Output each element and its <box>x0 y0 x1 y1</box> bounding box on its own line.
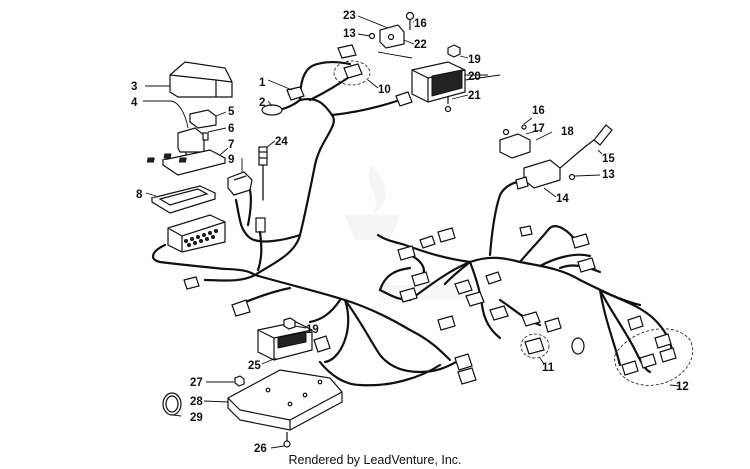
fuse-block-lower <box>167 214 226 253</box>
main-harness <box>152 60 674 387</box>
callout-19-lower: 19 <box>306 324 319 336</box>
callout-12: 12 <box>676 381 689 393</box>
callout-10: 10 <box>378 84 391 96</box>
fuse-box-base <box>145 185 217 214</box>
callout-1: 1 <box>259 77 266 89</box>
cdi-unit <box>257 321 331 365</box>
callout-28: 28 <box>190 396 203 408</box>
ecu-module <box>515 124 613 198</box>
connector-1 <box>267 79 305 101</box>
callout-2: 2 <box>259 97 265 109</box>
connector-11 <box>520 333 585 365</box>
nut-19-top <box>447 44 469 59</box>
mini-relay <box>189 109 227 129</box>
nut-19-lower <box>283 317 307 330</box>
callout-11: 11 <box>542 362 555 374</box>
callout-13-top: 13 <box>343 28 356 40</box>
callout-18: 18 <box>561 126 574 138</box>
fuse <box>202 127 227 141</box>
bracket-top <box>357 11 415 49</box>
mounting-plate <box>203 369 343 431</box>
callout-20: 20 <box>468 71 481 83</box>
connector-lower-right <box>437 315 477 385</box>
connector-cluster-right <box>519 225 596 273</box>
connector-lower-left <box>183 276 251 317</box>
callout-29: 29 <box>190 412 203 424</box>
clip-ring <box>162 392 182 417</box>
connector-9 <box>227 158 253 227</box>
callout-17: 17 <box>532 123 545 135</box>
callout-4: 4 <box>131 97 138 109</box>
connector-group-12 <box>614 315 693 387</box>
callout-15: 15 <box>602 153 615 165</box>
callout-22: 22 <box>414 39 427 51</box>
ecu-bracket <box>499 117 553 159</box>
callout-6: 6 <box>228 123 234 135</box>
callout-5: 5 <box>228 106 235 118</box>
callout-8: 8 <box>136 189 143 201</box>
callout-21: 21 <box>468 90 481 102</box>
connector-2 <box>261 100 283 116</box>
sensor <box>255 140 276 272</box>
callout-7: 7 <box>228 139 234 151</box>
callout-labels: 1 2 3 4 5 6 7 8 9 10 11 12 13 13 14 15 1… <box>131 10 689 455</box>
connector-10 <box>333 44 413 107</box>
connector-cluster-left <box>397 227 456 303</box>
fuse-box-cover <box>145 61 233 98</box>
relay <box>143 100 205 160</box>
callout-24: 24 <box>275 136 288 148</box>
callout-16-top: 16 <box>414 18 427 30</box>
bolt-27 <box>206 375 245 387</box>
fuse-panel <box>146 147 229 176</box>
bolt-21 <box>444 94 469 113</box>
voltage-regulator <box>411 61 488 103</box>
callout-13-right: 13 <box>602 169 615 181</box>
callout-3: 3 <box>131 81 137 93</box>
callout-23: 23 <box>343 10 356 22</box>
callout-27: 27 <box>190 377 203 389</box>
render-credit: Rendered by LeadVenture, Inc. <box>288 453 461 467</box>
callout-9: 9 <box>228 154 234 166</box>
callout-25: 25 <box>248 360 261 372</box>
connector-cluster-middle <box>454 271 562 333</box>
callout-16-right: 16 <box>532 105 545 117</box>
callout-26: 26 <box>254 443 267 455</box>
screw-26 <box>270 432 291 449</box>
callout-19-top: 19 <box>468 54 481 66</box>
leader-lines <box>377 51 501 81</box>
callout-14: 14 <box>556 193 569 205</box>
